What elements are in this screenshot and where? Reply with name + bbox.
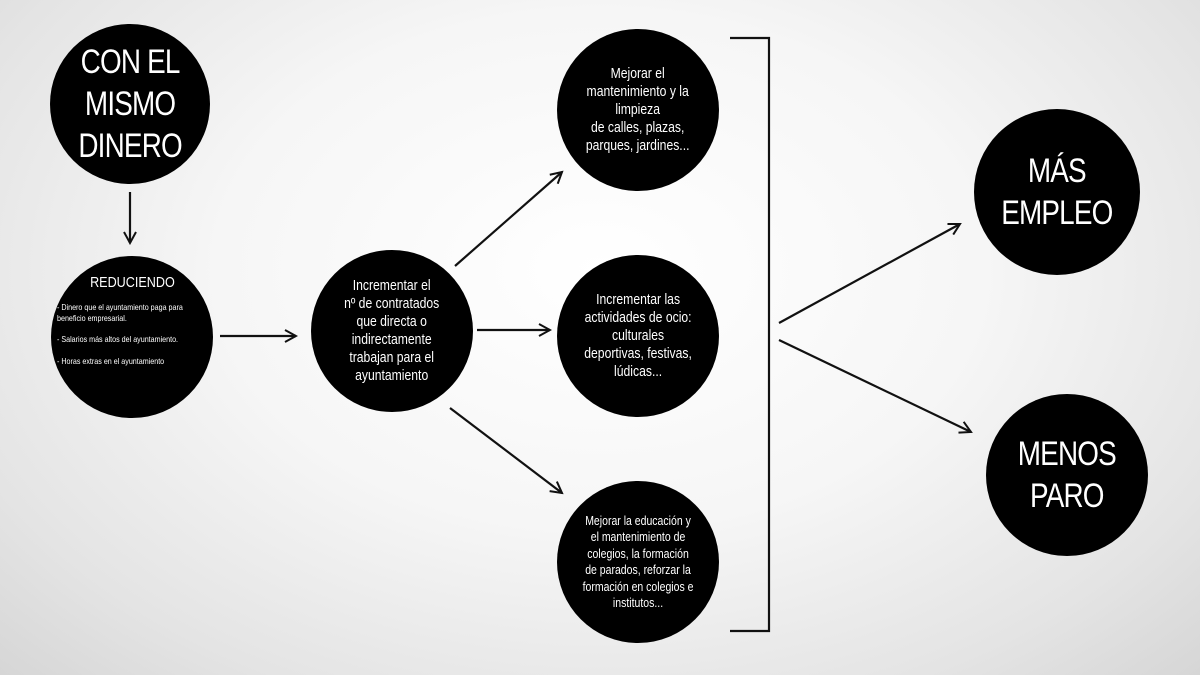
node-incrementar-actividades: Incrementar las actividades de ocio: cul… [557, 255, 719, 417]
node-incrementar-contratados-text: Incrementar el nº de contratados que dir… [344, 278, 440, 384]
node-con-el-mismo-dinero-text: CON EL MISMO DINERO [78, 43, 182, 165]
arrow-bracket-to-menos-paro [778, 339, 971, 432]
node-con-el-mismo-dinero: CON EL MISMO DINERO [50, 24, 210, 184]
reduciendo-item: - Dinero que el ayuntamiento paga para b… [57, 302, 183, 323]
reduciendo-item: - Horas extras en el ayuntamiento [57, 355, 165, 366]
arrow-bracket-to-mas-empleo [778, 224, 960, 324]
node-mas-empleo: MÁS EMPLEO [974, 109, 1140, 275]
node-reduciendo: REDUCIENDO - Dinero que el ayuntamiento … [51, 256, 213, 418]
right-bracket [730, 36, 771, 633]
node-mejorar-mantenimiento: Mejorar el mantenimiento y la limpieza d… [557, 29, 719, 191]
node-incrementar-contratados: Incrementar el nº de contratados que dir… [311, 250, 473, 412]
node-mejorar-mantenimiento-text: Mejorar el mantenimiento y la limpieza d… [586, 66, 690, 154]
node-mas-empleo-text: MÁS EMPLEO [1001, 152, 1113, 232]
arrow-incrementar-to-educacion [449, 407, 562, 493]
node-reduciendo-title: REDUCIENDO [89, 274, 175, 291]
node-mejorar-educacion: Mejorar la educación y el mantenimiento … [557, 481, 719, 643]
node-menos-paro-text: MENOS PARO [1017, 435, 1117, 515]
node-incrementar-actividades-text: Incrementar las actividades de ocio: cul… [584, 292, 692, 380]
reduciendo-list: - Dinero que el ayuntamiento paga para b… [57, 302, 207, 377]
node-mejorar-educacion-text: Mejorar la educación y el mantenimiento … [582, 513, 694, 611]
node-menos-paro: MENOS PARO [986, 394, 1148, 556]
arrow-incrementar-to-mantenimiento [454, 172, 562, 267]
reduciendo-item: - Salarios más altos del ayuntamiento. [57, 334, 179, 344]
